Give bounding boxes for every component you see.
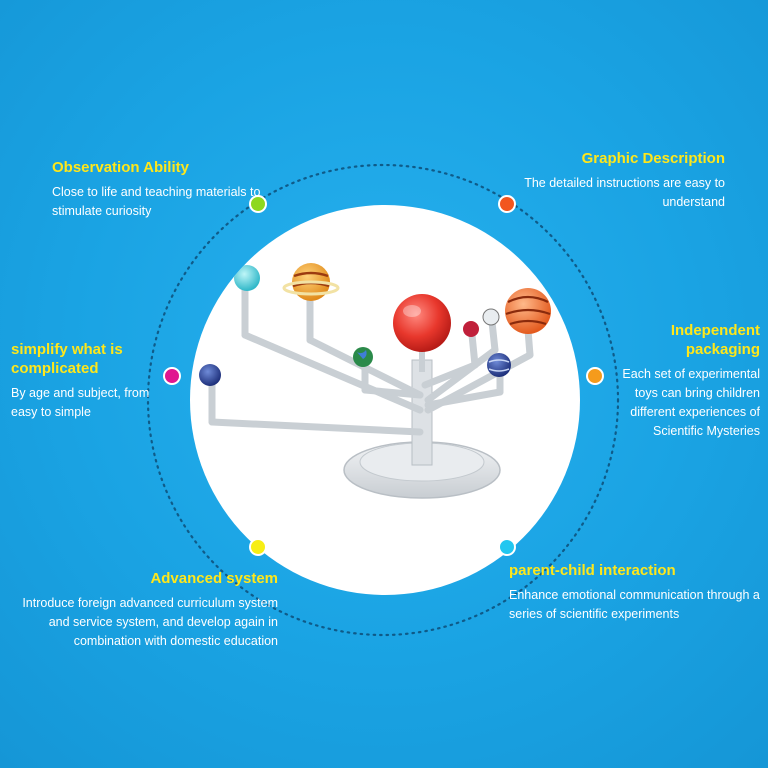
feature-parent: parent-child interaction Enhance emotion… <box>509 561 764 624</box>
feature-text: Introduce foreign advanced curriculum sy… <box>22 596 278 648</box>
feature-title: Independent packaging <box>670 322 760 358</box>
feature-advanced: Advanced system Introduce foreign advanc… <box>10 569 278 651</box>
feature-text: By age and subject, from easy to simple <box>11 386 150 419</box>
feature-title: Advanced system <box>150 570 278 587</box>
feature-simplify: simplify what is complicated By age and … <box>11 340 166 422</box>
product-photo <box>190 205 580 595</box>
feature-title: Graphic Description <box>581 150 725 167</box>
parent-dot-marker <box>498 538 516 556</box>
feature-title: Observation Ability <box>52 159 189 176</box>
uranus-planet <box>234 265 260 291</box>
feature-independent: Independent packaging Each set of experi… <box>605 321 760 441</box>
feature-graphic: Graphic Description The detailed instruc… <box>495 149 725 212</box>
solar-system-model-illustration <box>199 263 551 499</box>
observation-dot-marker <box>249 195 267 213</box>
feature-text: Each set of experimental toys can bring … <box>622 367 760 438</box>
feature-text: Close to life and teaching materials to … <box>52 185 261 218</box>
saturn-planet <box>282 263 340 301</box>
mars-planet <box>463 321 479 337</box>
venus-planet <box>487 353 511 377</box>
graphic-dot-marker <box>498 195 516 213</box>
neptune-planet <box>199 364 221 386</box>
independent-dot-marker <box>586 367 604 385</box>
feature-title: parent-child interaction <box>509 562 676 579</box>
jupiter-planet <box>505 288 551 334</box>
feature-observation: Observation Ability Close to life and te… <box>52 158 267 221</box>
feature-text: The detailed instructions are easy to un… <box>524 176 725 209</box>
feature-title: simplify what is complicated <box>11 341 123 377</box>
feature-text: Enhance emotional communication through … <box>509 588 760 621</box>
advanced-dot-marker <box>249 538 267 556</box>
moon <box>482 308 500 326</box>
sun <box>393 294 451 352</box>
simplify-dot-marker <box>163 367 181 385</box>
